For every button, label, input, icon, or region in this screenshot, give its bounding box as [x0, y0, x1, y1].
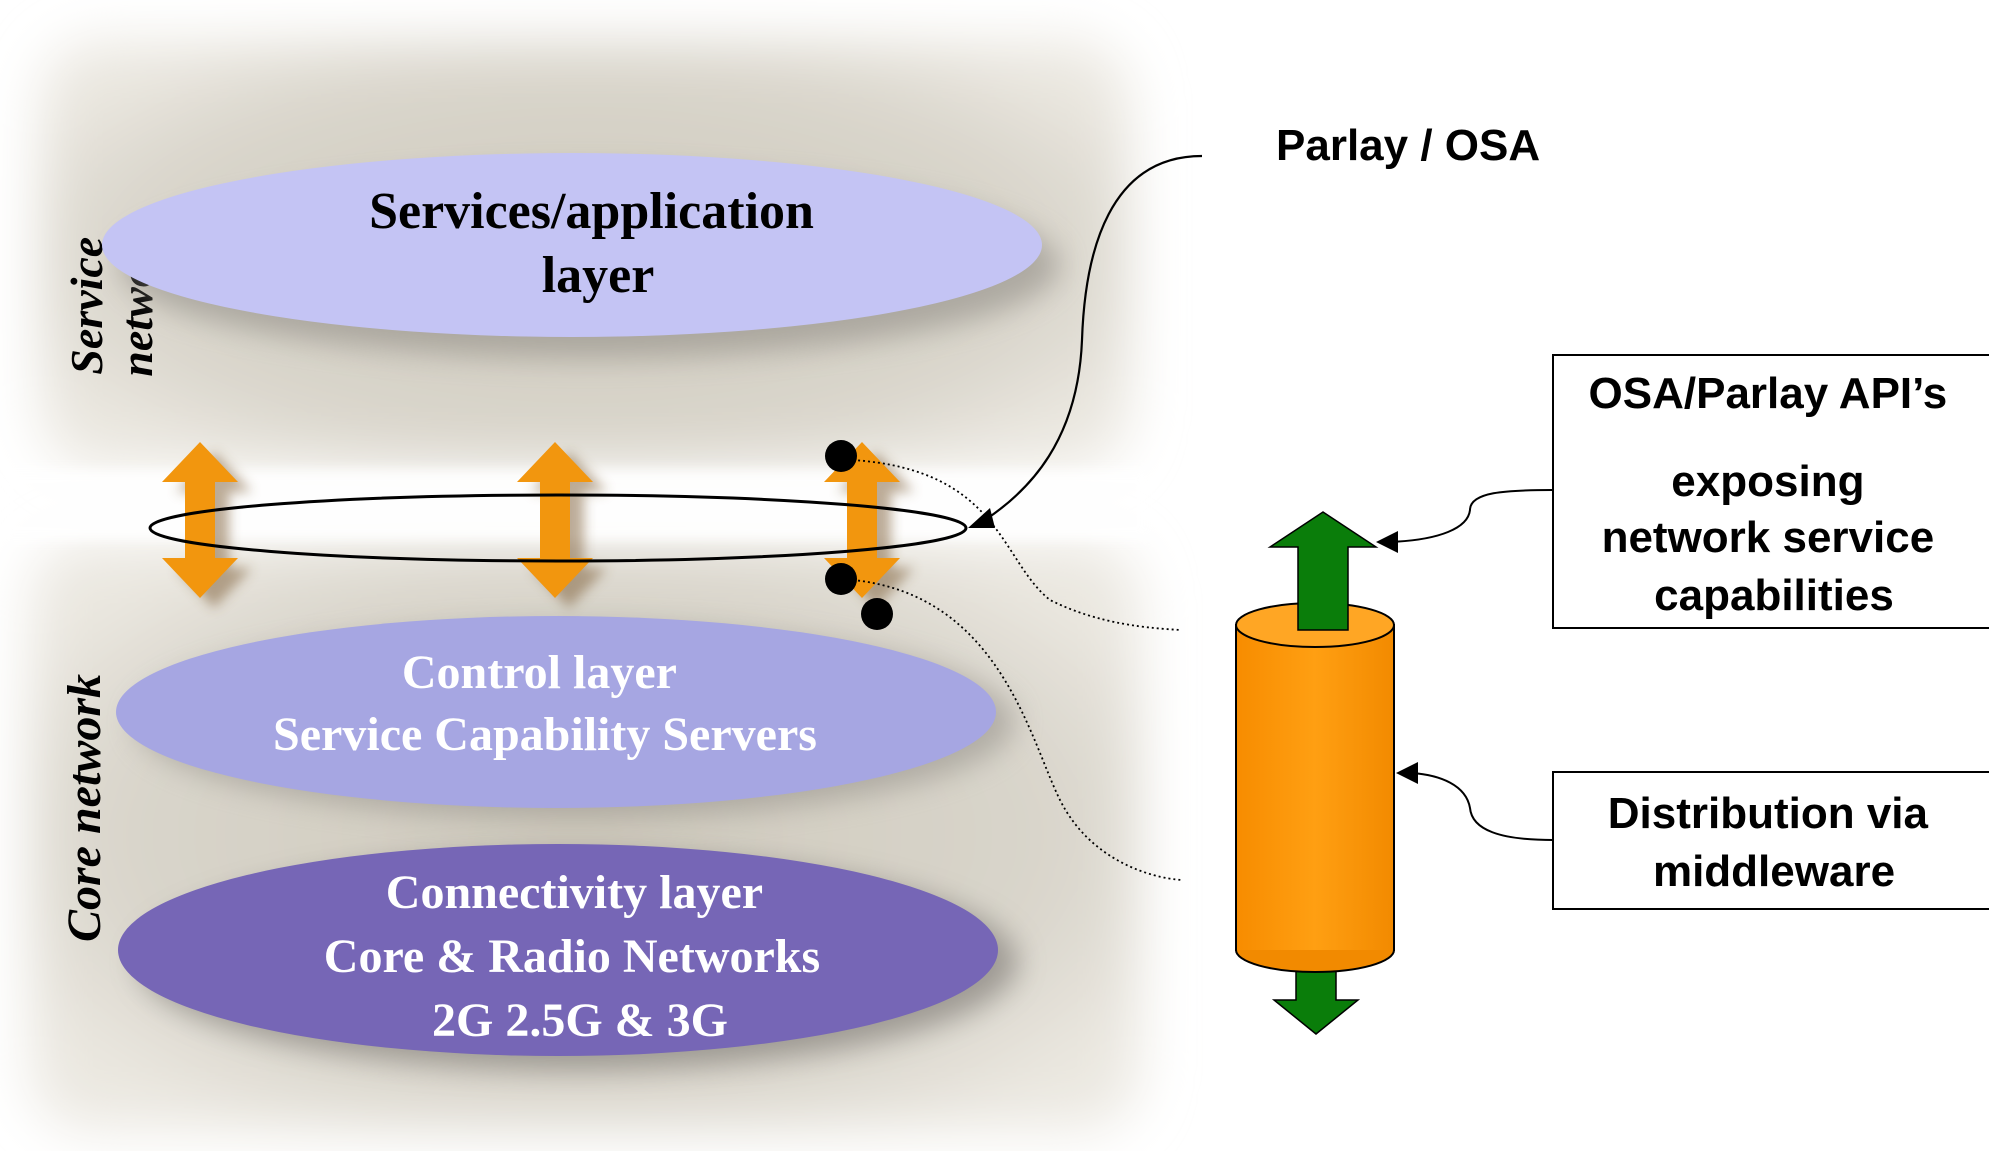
middleware-box-text: Distribution via middleware: [1608, 789, 1940, 896]
green-arrow-up: [1267, 511, 1379, 631]
control-layer-text: Control layer Service Capability Servers: [273, 646, 817, 761]
middleware-cylinder: [1235, 511, 1395, 1035]
parlay-osa-label: Parlay / OSA: [1276, 121, 1540, 170]
dotted-connector-top: [852, 459, 1181, 631]
updown-arrow-2: [517, 442, 607, 608]
connector-dot-3: [861, 598, 893, 630]
service-network-label-line1: Service: [61, 237, 112, 375]
connectivity-layer-text: Connectivity layer Core & Radio Networks…: [324, 866, 832, 1047]
middleware-box: Distribution via middleware: [1552, 771, 1989, 910]
connectivity-layer-line1: Connectivity layer: [386, 866, 763, 919]
api-box-line3: network service: [1602, 513, 1935, 562]
api-box-line2: exposing: [1671, 457, 1864, 506]
osa-parlay-api-box: OSA/Parlay API’s exposing network servic…: [1552, 354, 1989, 629]
parlay-osa-curve: [984, 154, 1203, 521]
control-layer-line1: Control layer: [402, 646, 677, 699]
middleware-box-line1: Distribution via: [1608, 789, 1929, 838]
control-layer-line2: Service Capability Servers: [273, 708, 817, 761]
api-interface-ellipse: [148, 493, 968, 563]
api-box-connector: [1389, 489, 1554, 543]
middleware-box-arrowhead: [1396, 762, 1418, 784]
connector-dot-2: [825, 563, 857, 595]
middleware-box-connector: [1411, 772, 1554, 841]
connectivity-layer-line2: Core & Radio Networks: [324, 930, 820, 983]
services-layer-line2: layer: [542, 247, 655, 304]
services-application-layer: Services/application layer: [102, 153, 1060, 358]
api-box-line4: capabilities: [1654, 571, 1894, 620]
services-layer-text: Services/application layer: [369, 183, 827, 304]
core-network-label: Core network: [58, 674, 111, 942]
connectivity-layer-line3: 2G 2.5G & 3G: [432, 994, 728, 1047]
updown-arrow-3: [824, 442, 914, 608]
parlay-osa-arrowhead: [968, 508, 995, 528]
api-box-arrowhead: [1376, 531, 1398, 553]
updown-arrow-1: [162, 442, 252, 608]
control-layer: Control layer Service Capability Servers: [116, 616, 1015, 818]
connector-dot-1: [825, 440, 857, 472]
middleware-box-line2: middleware: [1653, 847, 1895, 896]
api-box-text: OSA/Parlay API’s exposing network servic…: [1589, 369, 1960, 620]
connectivity-layer: Connectivity layer Core & Radio Networks…: [118, 844, 1018, 1070]
services-layer-line1: Services/application: [369, 183, 814, 240]
api-box-line1: OSA/Parlay API’s: [1589, 369, 1948, 418]
